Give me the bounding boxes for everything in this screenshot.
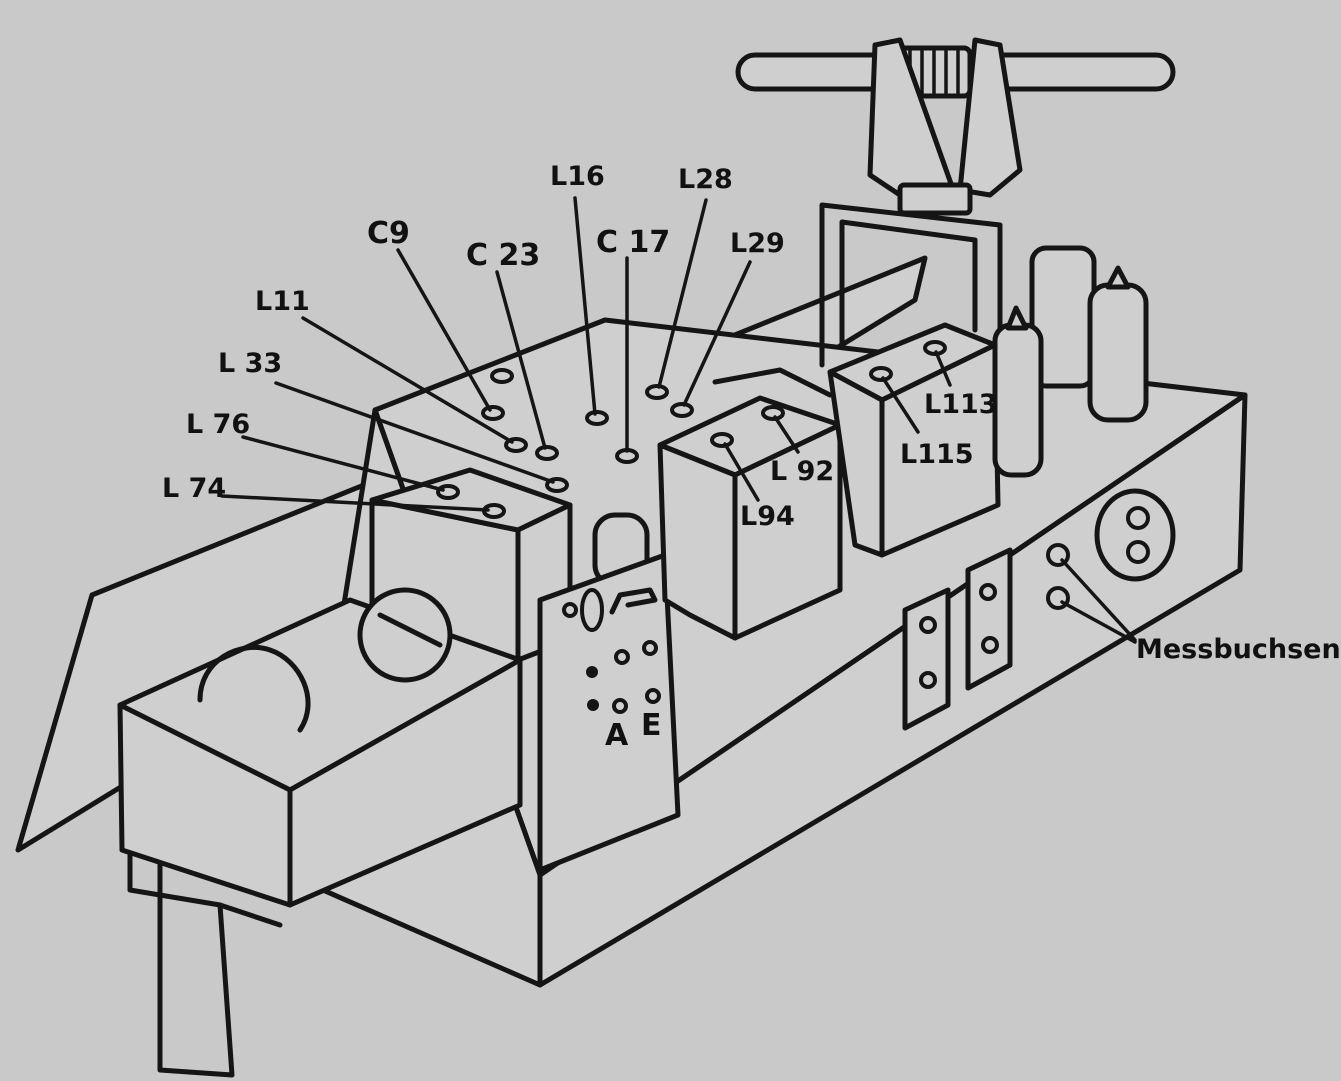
- ferrite-base: [897, 182, 973, 216]
- label-l33: L 33: [218, 348, 282, 379]
- leader-l29: [682, 260, 752, 407]
- label-l94: L94: [740, 501, 795, 532]
- plate-dot-2: [587, 699, 599, 711]
- socket-block-2-hole-1: [979, 583, 997, 601]
- leader-l113: [934, 350, 952, 387]
- leader-l16: [573, 196, 597, 416]
- label-c23: C 23: [466, 238, 540, 273]
- speaker-socket-ring: [1094, 488, 1176, 582]
- socket-block-1: [902, 587, 951, 731]
- hole-c9: [481, 405, 505, 421]
- label-l76: L 76: [186, 409, 250, 440]
- label-l29: L29: [730, 228, 785, 259]
- leader-l11: [301, 316, 514, 444]
- coil-can-middle-front: [657, 442, 738, 641]
- label-l92: L 92: [770, 456, 834, 487]
- label-c17: C 17: [596, 225, 670, 260]
- label-l113: L113: [924, 389, 998, 420]
- coil-can-right-side: [879, 342, 1001, 558]
- coil-can-middle-side: [732, 422, 843, 641]
- plate-hole-6: [645, 688, 661, 704]
- tuning-knob: [357, 587, 453, 683]
- leader-sockets-2: [1060, 600, 1137, 644]
- socket-block-2: [965, 547, 1013, 691]
- label-l74: L 74: [162, 473, 226, 504]
- tube-center-tip: [1005, 305, 1029, 331]
- leader-l74: [220, 494, 490, 512]
- plate-hole-4: [642, 640, 658, 656]
- front-terminal-plate: [537, 552, 681, 873]
- leader-l76: [241, 435, 445, 492]
- hole-l16: [585, 410, 609, 426]
- ferrite-support-frame-inner: [839, 219, 978, 348]
- ferrite-bracket-right: [957, 37, 1023, 198]
- label-l28: L28: [678, 164, 733, 195]
- hole-l94: [710, 432, 734, 448]
- coil-can-middle-rim: [712, 367, 833, 398]
- plate-hole-1: [562, 602, 578, 618]
- hole-l28: [645, 384, 669, 400]
- tube-center: [992, 322, 1044, 478]
- plate-bracket: [609, 587, 658, 615]
- hole-l115: [869, 366, 893, 382]
- stand-leg: [157, 857, 283, 1078]
- speaker-socket-hole-2: [1126, 540, 1150, 564]
- label-terminal-a: A: [605, 718, 629, 753]
- socket-block-1-hole-1: [919, 616, 937, 634]
- leader-l28: [657, 198, 708, 389]
- hole-top: [490, 368, 514, 384]
- plate-hole-2: [580, 588, 604, 632]
- speaker-socket-hole-1: [1126, 506, 1150, 530]
- hole-c23: [535, 445, 559, 461]
- leader-l92: [773, 415, 800, 454]
- plate-hole-3: [614, 649, 630, 665]
- leader-l94: [723, 442, 760, 502]
- hole-l29: [670, 402, 694, 418]
- label-sockets: Messbuchsen: [1136, 634, 1341, 665]
- front-box-side: [287, 657, 523, 908]
- tube-right-tip: [1105, 265, 1131, 290]
- tube-right: [1087, 282, 1149, 423]
- label-l11: L11: [255, 286, 310, 317]
- stand-leg-inner: [127, 847, 223, 908]
- front-box-dial: [197, 644, 311, 733]
- leader-sockets-1: [1060, 558, 1137, 642]
- leader-l33: [274, 381, 555, 484]
- label-c9: C9: [367, 216, 410, 251]
- hole-l92: [761, 405, 785, 421]
- label-l115: L115: [900, 439, 974, 470]
- socket-block-1-hole-2: [919, 671, 937, 689]
- tuning-knob-indicator: [377, 612, 443, 648]
- socket-block-2-hole-2: [981, 636, 999, 654]
- plate-hole-5: [612, 698, 628, 714]
- label-l16: L16: [550, 161, 605, 192]
- label-terminal-e: E: [641, 708, 662, 743]
- leader-c23: [495, 270, 547, 450]
- leader-l115: [881, 376, 920, 434]
- leader-c9: [396, 248, 492, 412]
- plate-dot-1: [586, 666, 598, 678]
